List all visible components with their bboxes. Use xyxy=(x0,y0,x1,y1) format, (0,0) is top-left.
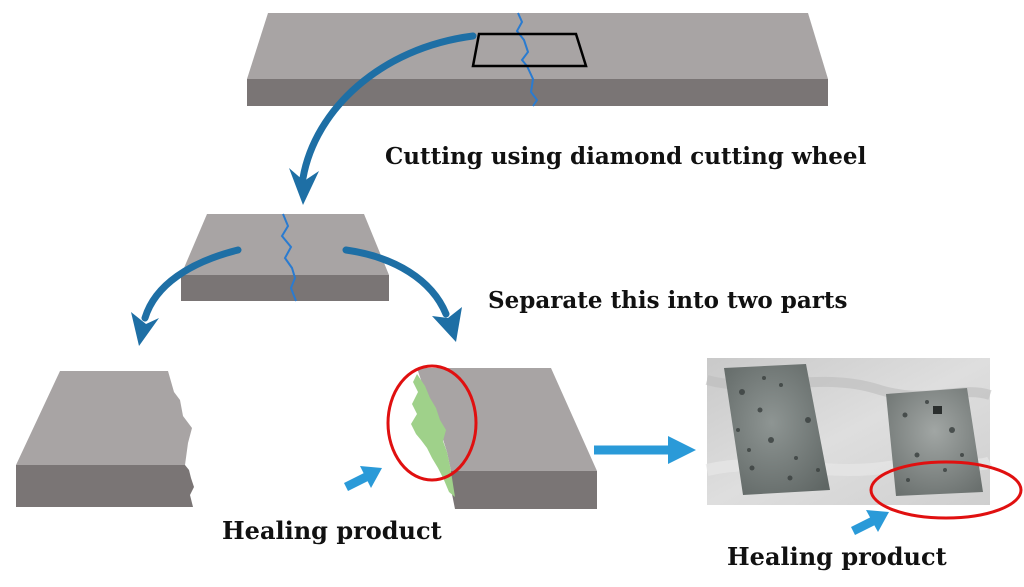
to-photo-arrow xyxy=(594,436,696,464)
sample-photograph xyxy=(705,358,1023,520)
sample-left xyxy=(724,364,830,495)
healing-highlight-circle-right xyxy=(869,460,1023,520)
slab-top-face xyxy=(247,13,828,79)
separate-left-arrow xyxy=(131,246,242,346)
cut-region-outline xyxy=(471,32,588,68)
left-half-top-face xyxy=(16,371,192,465)
cut-piece-top-face xyxy=(181,214,389,275)
separate-right-arrow xyxy=(342,246,462,342)
right-half-front-face xyxy=(448,471,597,509)
left-half-specimen xyxy=(16,371,194,507)
healing-product-label-right: Healing product xyxy=(727,542,947,571)
arrowhead xyxy=(289,168,319,205)
slab-front-face xyxy=(247,79,828,106)
full-specimen-slab xyxy=(247,12,828,107)
cut-piece-slab xyxy=(181,213,389,302)
cutting-label: Cutting using diamond cutting wheel xyxy=(385,143,867,170)
cut-flow-arrow xyxy=(289,32,477,205)
arrowhead xyxy=(432,307,462,342)
arrowhead xyxy=(131,312,159,346)
healing-product-region xyxy=(411,374,455,497)
healing-pointer-arrow-right xyxy=(850,510,889,536)
cut-piece-front-face xyxy=(181,275,389,301)
healing-pointer-arrow-left xyxy=(343,466,382,492)
crack-line xyxy=(515,12,539,107)
right-half-top-face xyxy=(417,368,597,471)
left-half-front-face xyxy=(16,465,194,507)
right-half-specimen xyxy=(386,364,597,509)
cut-piece-crack xyxy=(280,213,297,302)
sample-dark-spot xyxy=(933,406,942,414)
healing-highlight-circle-left xyxy=(386,364,478,482)
healing-product-label-left: Healing product xyxy=(222,516,442,545)
separate-label: Separate this into two parts xyxy=(488,287,848,314)
sample-right xyxy=(886,388,983,496)
